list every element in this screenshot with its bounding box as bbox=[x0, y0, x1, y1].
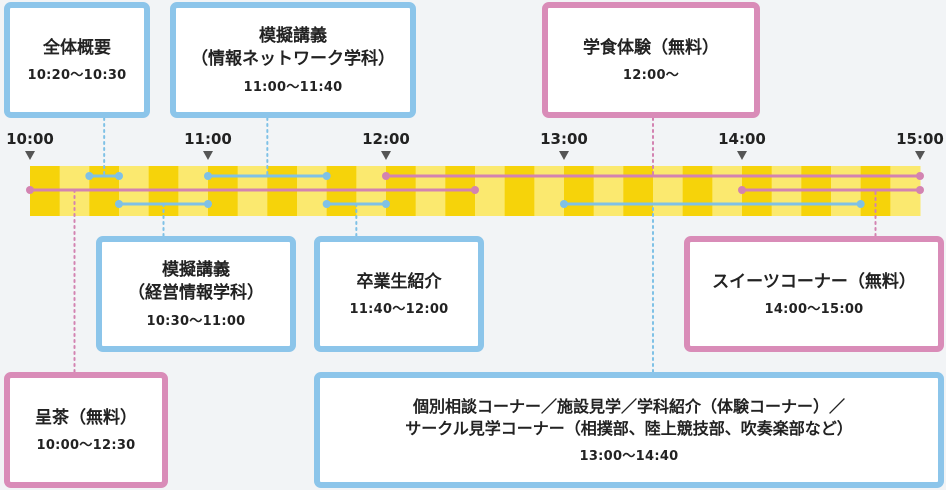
event-time: 12:00～ bbox=[622, 68, 680, 84]
tick-arrow-icon bbox=[381, 151, 391, 160]
tick-label-1400: 14:00 bbox=[718, 130, 766, 148]
range-end-dot-gakushoku bbox=[916, 172, 924, 180]
tick-arrow-icon bbox=[203, 151, 213, 160]
event-title: 模擬講義 （経営情報学科） bbox=[128, 260, 264, 303]
event-title: 学食体験（無料） bbox=[583, 37, 719, 58]
event-title: 模擬講義 （情報ネットワーク学科） bbox=[191, 26, 395, 69]
tick-arrow-icon bbox=[915, 151, 925, 160]
range-start-dot-sweets bbox=[738, 186, 746, 194]
tick-label-1300: 13:00 bbox=[540, 130, 588, 148]
event-time: 10:20～10:30 bbox=[27, 68, 127, 84]
event-box-sotsugyo: 卒業生紹介 11:40～12:00 bbox=[314, 236, 484, 352]
tick-label-1000: 10:00 bbox=[6, 130, 54, 148]
range-start-dot-sotsugyo bbox=[322, 200, 331, 208]
event-box-mogi-jouhou: 模擬講義 （情報ネットワーク学科） 11:00～11:40 bbox=[170, 2, 416, 118]
event-time: 13:00～14:40 bbox=[579, 448, 679, 464]
range-start-dot-gakushoku bbox=[382, 172, 390, 180]
tick-label-1100: 11:00 bbox=[184, 130, 232, 148]
event-box-mogi-keiei: 模擬講義 （経営情報学科） 10:30～11:00 bbox=[96, 236, 296, 352]
event-title: 全体概要 bbox=[43, 37, 111, 58]
range-start-dot-kobetsu bbox=[560, 200, 568, 208]
event-title: 個別相談コーナー／施設見学／学科紹介（体験コーナー）／ サークル見学コーナー（相… bbox=[405, 397, 853, 438]
timeline-band-stripe bbox=[534, 166, 565, 216]
event-time: 14:00～15:00 bbox=[764, 302, 864, 318]
event-title: スイーツコーナー（無料） bbox=[712, 271, 916, 292]
timeline-band-stripe bbox=[475, 166, 506, 216]
event-time: 10:30～11:00 bbox=[146, 313, 246, 329]
range-end-dot-kobetsu bbox=[856, 200, 865, 208]
event-time: 10:00～12:30 bbox=[36, 438, 136, 454]
range-end-dot-zentai-gaiyou bbox=[115, 172, 123, 180]
range-end-dot-sweets bbox=[916, 186, 924, 194]
event-box-kobetsu: 個別相談コーナー／施設見学／学科紹介（体験コーナー）／ サークル見学コーナー（相… bbox=[314, 372, 944, 488]
range-start-dot-teacha bbox=[26, 186, 34, 194]
range-start-dot-mogi-jouhou bbox=[204, 172, 212, 180]
timeline-band-stripe bbox=[653, 166, 684, 216]
tick-arrow-icon bbox=[25, 151, 35, 160]
tick-arrow-icon bbox=[737, 151, 747, 160]
range-end-dot-sotsugyo bbox=[382, 200, 390, 208]
range-end-dot-mogi-jouhou bbox=[322, 172, 331, 180]
timeline-band-stripe bbox=[564, 166, 595, 216]
event-title: 呈茶（無料） bbox=[35, 407, 137, 428]
event-box-teacha: 呈茶（無料） 10:00～12:30 bbox=[4, 372, 168, 488]
tick-label-1500: 15:00 bbox=[896, 130, 944, 148]
timeline-band-stripe bbox=[504, 166, 535, 216]
tick-label-1200: 12:00 bbox=[362, 130, 410, 148]
event-time: 11:40～12:00 bbox=[349, 302, 449, 318]
range-start-dot-mogi-keiei bbox=[115, 200, 123, 208]
event-box-gakushoku: 学食体験（無料） 12:00～ bbox=[542, 2, 760, 118]
event-box-sweets: スイーツコーナー（無料） 14:00～15:00 bbox=[684, 236, 944, 352]
event-box-zentai-gaiyou: 全体概要 10:20～10:30 bbox=[4, 2, 150, 118]
range-end-dot-mogi-keiei bbox=[204, 200, 212, 208]
timeline-band-stripe bbox=[712, 166, 743, 216]
timeline-band-stripe bbox=[682, 166, 713, 216]
range-end-dot-teacha bbox=[471, 186, 479, 194]
event-time: 11:00～11:40 bbox=[243, 79, 343, 95]
timeline-band-stripe bbox=[623, 166, 654, 216]
range-start-dot-zentai-gaiyou bbox=[85, 172, 94, 180]
event-title: 卒業生紹介 bbox=[356, 271, 442, 292]
timeline-band-stripe bbox=[593, 166, 624, 216]
tick-arrow-icon bbox=[559, 151, 569, 160]
